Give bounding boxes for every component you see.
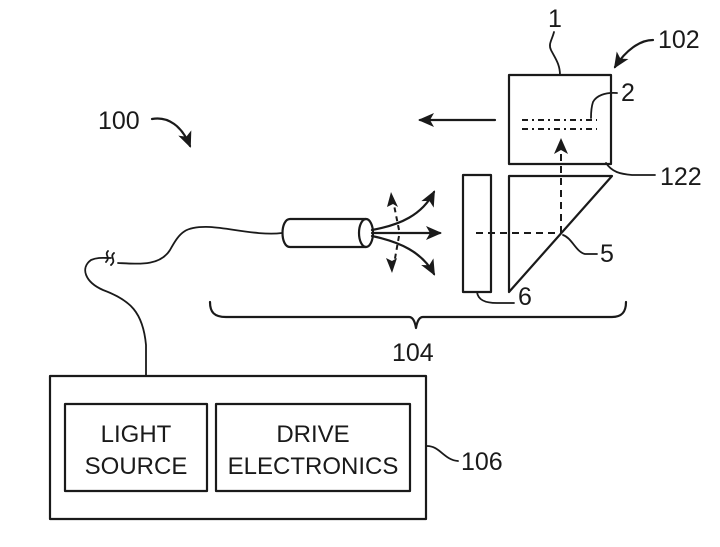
control-unit-reference-label: 106 [461, 448, 503, 476]
element-1-reference-label: 1 [548, 5, 562, 33]
fiber-probe [281, 217, 375, 249]
lower-divergence-dashed-line [393, 235, 400, 265]
upper-divergence-arrowhead-icon [387, 192, 398, 207]
control-unit-box [48, 374, 428, 521]
drive-electronics-line-1: DRIVE [276, 421, 349, 448]
upper-ray-arrow-icon [370, 190, 436, 232]
drive-electronics-block [214, 402, 412, 493]
optics-assembly-reference-label: 104 [392, 339, 434, 367]
fiber-probe-body [281, 217, 368, 249]
system-label-group: 100 [98, 107, 192, 148]
surface-122-leader-line [605, 162, 656, 176]
display-assembly-pointer-arrow-icon [613, 38, 655, 69]
reflected-beam-arrowhead-icon [554, 138, 568, 154]
element-2-leader-line [590, 91, 618, 119]
drive-electronics-line-2: ELECTRONICS [228, 453, 399, 480]
element-2-reference-label: 2 [621, 79, 635, 107]
light-source-line-1: LIGHT [101, 421, 172, 448]
display-assembly-label-group: 102 [613, 26, 700, 69]
emitted-rays [370, 190, 442, 276]
element-6-reference-label: 6 [518, 283, 532, 311]
element-5-reference-label: 5 [600, 240, 614, 268]
surface-122-reference-label: 122 [660, 163, 702, 191]
lower-divergence-arrowhead-icon [386, 258, 397, 273]
display-assembly-reference-label: 102 [658, 26, 700, 54]
element-5-leader-line [562, 234, 598, 255]
element-6-leader-line [476, 291, 515, 304]
optics-assembly-brace [208, 300, 628, 330]
light-source-block [63, 402, 209, 493]
lower-ray-arrow-icon [370, 234, 436, 276]
element-1-leader-line [549, 31, 561, 76]
system-pointer-arrow-icon [150, 117, 192, 148]
fiber-cable-lower [84, 256, 147, 377]
system-reference-label: 100 [98, 107, 140, 135]
fiber-cable-upper [117, 226, 283, 265]
light-source-line-2: SOURCE [85, 453, 188, 480]
cable-break-icon [105, 250, 115, 266]
control-unit-leader-line [426, 445, 459, 462]
